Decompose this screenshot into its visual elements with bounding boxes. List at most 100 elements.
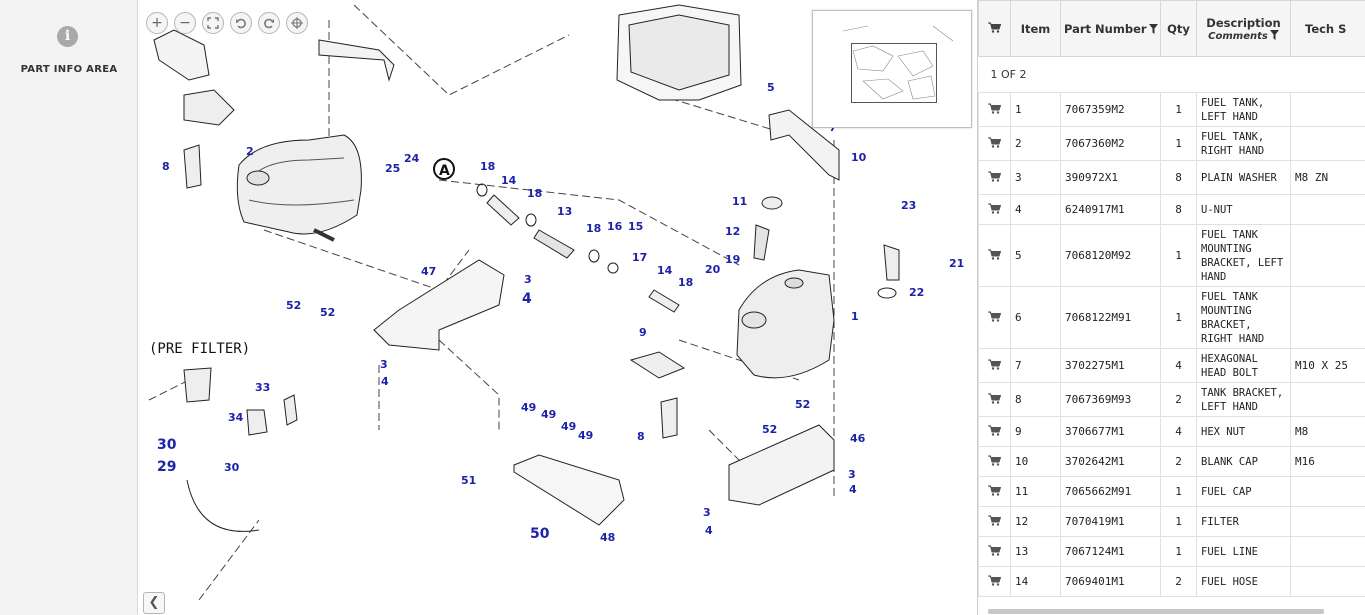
callout-22[interactable]: 22 [909,286,924,299]
callout-14[interactable]: 14 [501,174,517,187]
part-number-cell[interactable]: 7067359M2 [1060,92,1161,127]
callout-49[interactable]: 49 [521,401,536,414]
callout-13[interactable]: 13 [557,205,572,218]
callout-34[interactable]: 34 [228,411,244,424]
column-header-part-number[interactable]: Part Number [1060,0,1161,57]
callout-47[interactable]: 47 [421,265,436,278]
add-to-cart-button[interactable] [978,92,1011,127]
part-number-cell[interactable]: 7065662M91 [1060,476,1161,507]
callout-4[interactable]: 4 [381,375,389,388]
callout-17[interactable]: 17 [632,251,647,264]
callout-46[interactable]: 46 [850,432,866,445]
part-number-cell[interactable]: 7068122M91 [1060,286,1161,349]
add-to-cart-button[interactable] [978,286,1011,349]
callout-8[interactable]: 8 [162,160,170,173]
column-header-description[interactable]: Description Comments [1196,0,1291,57]
part-number-cell[interactable]: 390972X1 [1060,160,1161,195]
callout-52[interactable]: 52 [795,398,810,411]
callout-52[interactable]: 52 [320,306,335,319]
column-header-qty[interactable]: Qty [1160,0,1197,57]
add-to-cart-button[interactable] [978,416,1011,447]
callout-16[interactable]: 16 [607,220,623,233]
add-to-cart-button[interactable] [978,224,1011,287]
part-number-cell[interactable]: 7067369M93 [1060,382,1161,417]
add-to-cart-button[interactable] [978,446,1011,477]
callout-18[interactable]: 18 [480,160,495,173]
add-to-cart-button[interactable] [978,536,1011,567]
part-number-cell[interactable]: 3702642M1 [1060,446,1161,477]
callout-24[interactable]: 24 [404,152,420,165]
add-to-cart-button[interactable] [978,348,1011,383]
callout-2[interactable]: 2 [246,145,254,158]
callout-49[interactable]: 49 [541,408,556,421]
callout-14[interactable]: 14 [657,264,673,277]
callout-18[interactable]: 18 [586,222,601,235]
callout-10[interactable]: 10 [851,151,867,164]
callout-51[interactable]: 51 [461,474,476,487]
callout-18[interactable]: 18 [527,187,542,200]
parts-diagram[interactable]: 2 8 25 24 18 14 18 13 18 16 15 17 14 18 … [139,0,977,615]
part-number-cell[interactable]: 7067360M2 [1060,126,1161,161]
callout-12[interactable]: 12 [725,225,740,238]
column-header-tech-spec[interactable]: Tech S [1290,0,1365,57]
callout-20[interactable]: 20 [705,263,721,276]
add-to-cart-button[interactable] [978,126,1011,161]
callout-23[interactable]: 23 [901,199,916,212]
callout-3[interactable]: 3 [524,273,532,286]
callout-29[interactable]: 29 [157,459,176,475]
callout-3[interactable]: 3 [380,358,388,371]
rotate-right-button[interactable] [258,12,280,34]
callout-1[interactable]: 1 [851,310,859,323]
diagram-minimap[interactable] [812,10,972,128]
callout-30[interactable]: 30 [157,437,177,453]
part-number-cell[interactable]: 7068120M92 [1060,224,1161,287]
callout-11[interactable]: 11 [732,195,747,208]
callout-50[interactable]: 50 [530,526,550,542]
collapse-panel-button[interactable]: ❮ [143,592,165,614]
section-marker-a[interactable]: A [433,158,455,180]
part-number-cell[interactable]: 7070419M1 [1060,506,1161,537]
center-button[interactable] [286,12,308,34]
column-header-item[interactable]: Item [1010,0,1061,57]
add-to-cart-button[interactable] [978,476,1011,507]
callout-33[interactable]: 33 [255,381,270,394]
add-to-cart-button[interactable] [978,382,1011,417]
part-number-cell[interactable]: 7069401M1 [1060,566,1161,597]
part-number-cell[interactable]: 7067124M1 [1060,536,1161,567]
callout-30[interactable]: 30 [224,461,240,474]
add-to-cart-button[interactable] [978,566,1011,597]
callout-3[interactable]: 3 [848,468,856,481]
add-to-cart-button[interactable] [978,194,1011,225]
fit-screen-button[interactable] [202,12,224,34]
callout-9[interactable]: 9 [639,326,647,339]
callout-4[interactable]: 4 [849,483,857,496]
callout-52[interactable]: 52 [762,423,777,436]
rotate-left-button[interactable] [230,12,252,34]
minimap-viewport[interactable] [851,43,937,103]
horizontal-scrollbar[interactable] [988,609,1324,614]
filter-icon[interactable] [1269,29,1279,40]
part-number-cell[interactable]: 6240917M1 [1060,194,1161,225]
callout-52[interactable]: 52 [286,299,301,312]
add-to-cart-button[interactable] [978,506,1011,537]
callout-49[interactable]: 49 [578,429,593,442]
callout-3[interactable]: 3 [703,506,711,519]
callout-49[interactable]: 49 [561,420,576,433]
callout-4[interactable]: 4 [705,524,713,537]
zoom-in-button[interactable]: + [146,12,168,34]
callout-8[interactable]: 8 [637,430,645,443]
column-header-cart[interactable] [978,0,1011,57]
callout-48[interactable]: 48 [600,531,615,544]
callout-15[interactable]: 15 [628,220,643,233]
